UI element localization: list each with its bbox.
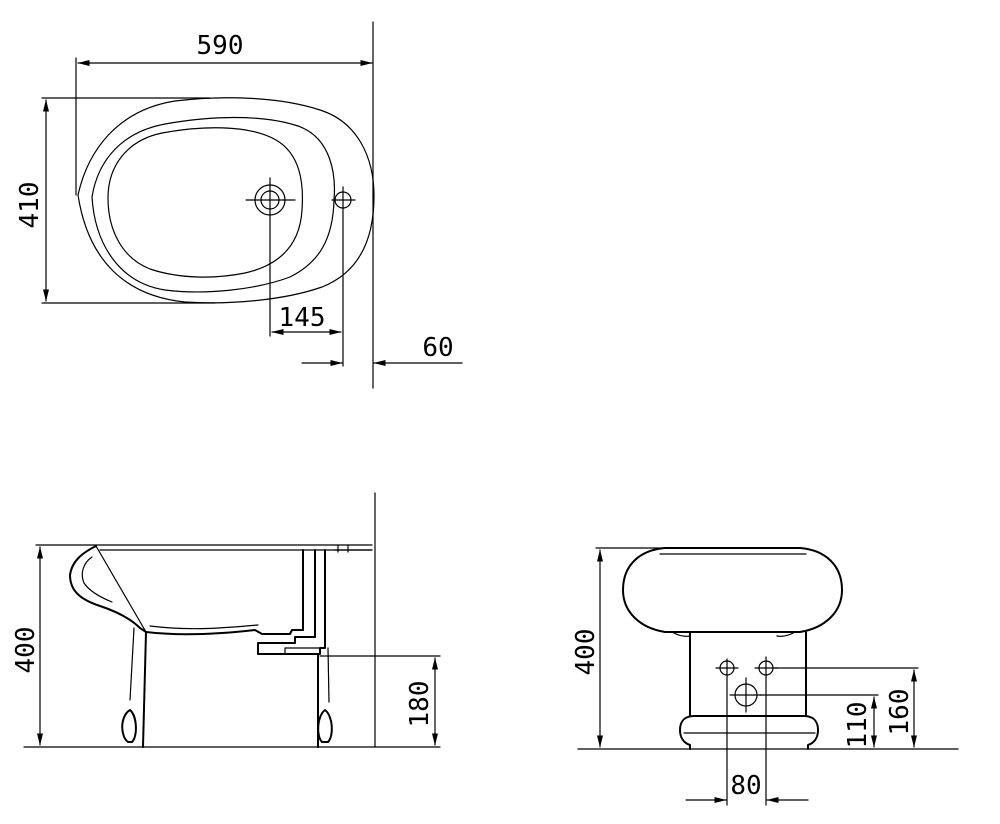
front-view: 400 160 110 80: [571, 547, 959, 806]
side-bowl-bottom-inner: [149, 624, 259, 630]
front-base: [679, 715, 819, 750]
wall-offset-dimension-label: 60: [422, 333, 453, 363]
front-supply-dimension-label: 160: [885, 689, 915, 736]
side-pedestal-back-inner: [327, 647, 330, 703]
top-bowl-basin: [107, 127, 304, 278]
side-waste-pipe: [257, 549, 326, 655]
side-outlet-connector: [284, 647, 321, 655]
side-back-step: [337, 544, 349, 553]
side-front-rim-inner: [81, 556, 113, 603]
side-fixing-slot-back: [317, 709, 333, 743]
side-height-dimension-label: 400: [11, 627, 41, 674]
front-pedestal-neck-right: [776, 631, 796, 637]
tap-offset-dimension-label: 145: [279, 303, 326, 333]
side-front-rim-edge: [95, 545, 147, 633]
top-bowl-outer: [77, 97, 375, 304]
front-spacing-dimension-label: 80: [730, 771, 761, 801]
front-height-dimension-label: 400: [571, 629, 601, 676]
side-pedestal-front-inner: [129, 627, 135, 701]
side-bowl-bottom: [145, 629, 304, 636]
top-bowl-rim: [91, 116, 335, 293]
front-outlet-dimension-label: 110: [843, 702, 873, 749]
width-dimension-label: 590: [197, 31, 244, 61]
front-bowl: [622, 547, 843, 633]
side-outlet-dimension-label: 180: [405, 681, 435, 728]
depth-dimension-label: 410: [15, 182, 45, 229]
side-view: 400 180: [11, 492, 441, 748]
side-front-rim: [69, 545, 147, 633]
side-pedestal-front: [142, 631, 147, 748]
top-view: 590 410 145 60: [15, 21, 463, 389]
side-fixing-slot-front: [121, 709, 137, 743]
